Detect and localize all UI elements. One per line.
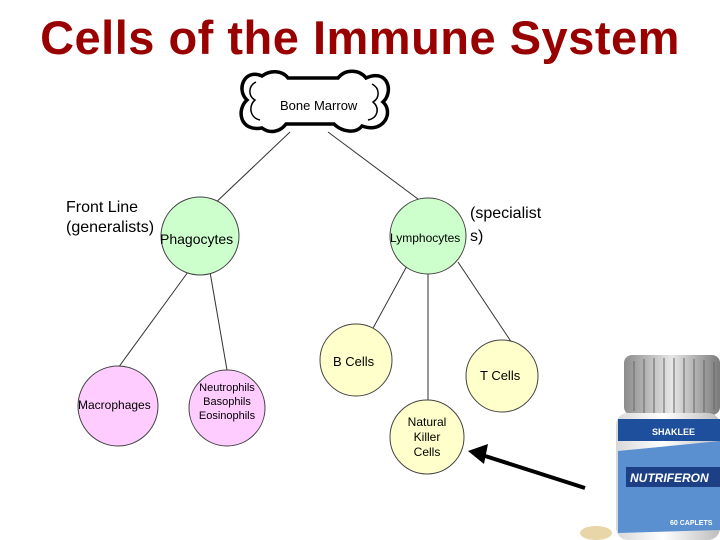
label-name-band-shape: [626, 467, 720, 487]
bottle-cap-shape: [624, 355, 720, 415]
specialists-annotation-line2: s): [470, 228, 484, 245]
b-cells-label: B Cells: [333, 354, 375, 369]
arrow-to-nk-cells: [468, 444, 586, 490]
link-marrow-lymphocytes: [327, 131, 431, 209]
macrophages-node: [77, 365, 159, 447]
granulocytes-node: [188, 369, 266, 447]
specialists-annotation-line1: (specialist: [470, 205, 542, 222]
t-cells-node: [465, 339, 539, 413]
brand-text: SHAKLEE: [652, 427, 695, 437]
link-marrow-phagocytes: [209, 131, 291, 209]
nk-cells-node: [389, 399, 465, 475]
granulocytes-label: Neutrophils Basophils Eosinophils: [190, 381, 264, 423]
product-name-text: NUTRIFERON: [630, 471, 709, 485]
t-cells-label: T Cells: [480, 368, 521, 383]
phagocytes-node: [160, 196, 240, 276]
bone-marrow-label: Bone Marrow: [278, 98, 360, 113]
neutrophils-label: Neutrophils: [199, 382, 255, 394]
link-phagocytes-macrophages: [117, 271, 189, 369]
eosinophils-label: Eosinophils: [198, 410, 256, 422]
lymphocytes-node: [389, 197, 467, 275]
b-cells-node: [319, 323, 393, 397]
nk-cells-label: Natural Killer Cells: [407, 415, 447, 459]
phagocytes-label: Phagocytes: [160, 231, 234, 247]
lymphocytes-label: Lymphocytes: [390, 231, 461, 245]
link-lymphocytes-tcells: [457, 261, 521, 356]
nutriferon-bottle-image: SHAKLEE NUTRIFERON 60 CAPLETS: [580, 355, 720, 540]
caplet-count-text: 60 CAPLETS: [670, 520, 713, 527]
basophils-label: Basophils: [203, 396, 251, 408]
front-line-annotation: Front Line (generalists): [66, 199, 155, 236]
macrophages-label: Macrophages: [78, 398, 151, 412]
link-lymphocytes-bcells: [371, 263, 409, 331]
caplet-shape: [580, 526, 612, 540]
page-title: Cells of the Immune System: [40, 11, 680, 64]
link-phagocytes-granulocytes: [209, 271, 228, 371]
label-band-shape: [618, 419, 720, 441]
